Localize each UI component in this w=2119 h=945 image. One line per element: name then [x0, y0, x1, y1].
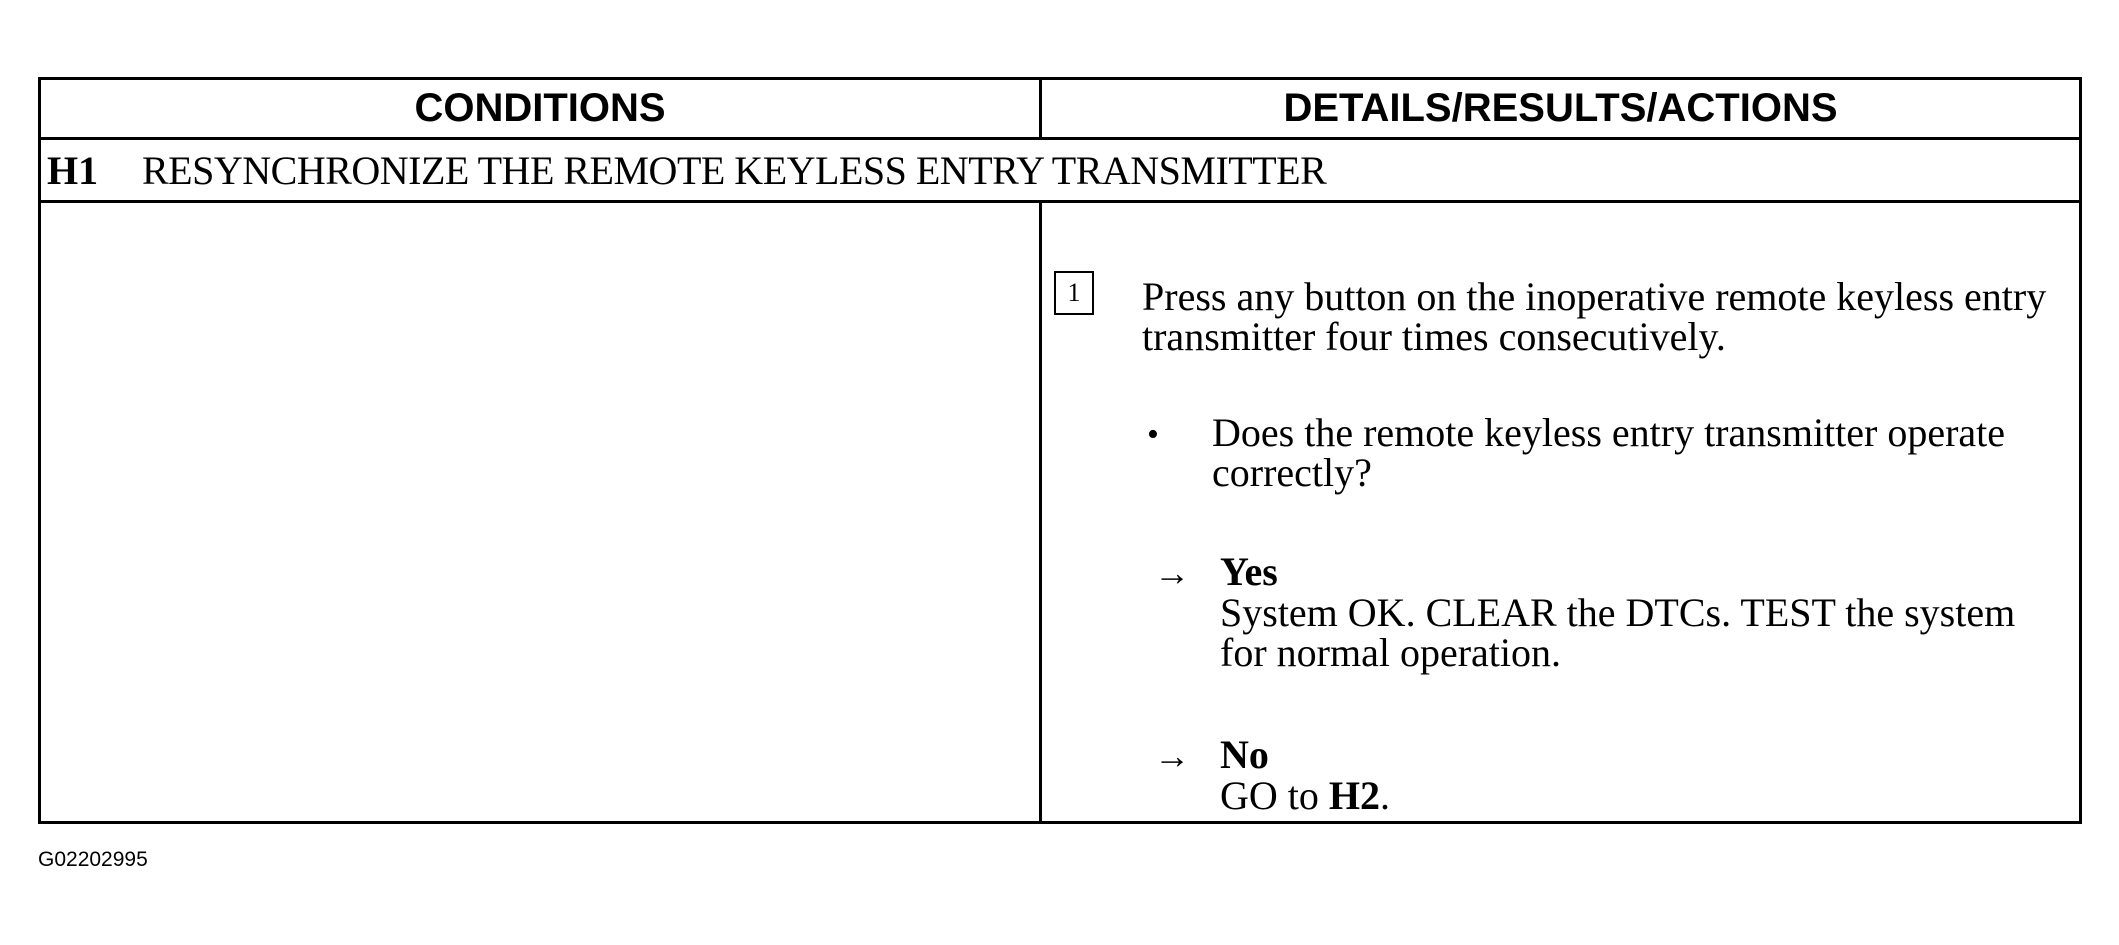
figure-id: G02202995 — [38, 848, 148, 871]
step-instruction: Press any button on the inoperative remo… — [1142, 274, 2047, 359]
details-header: DETAILS/RESULTS/ACTIONS — [1283, 86, 1838, 130]
section-title-row: H1 RESYNCHRONIZE THE REMOTE KEYLESS ENTR… — [41, 140, 2079, 203]
result-yes-action: System OK. CLEAR the DTCs. TEST the syst… — [1220, 590, 2016, 675]
result-yes-label: Yes — [1220, 549, 1278, 594]
result-no-action: GO to H2. — [1220, 776, 2060, 816]
conditions-header: CONDITIONS — [414, 86, 666, 130]
details-cell: 1 Press any button on the inoperative re… — [1042, 203, 2079, 821]
result-no-prefix: GO to — [1220, 773, 1329, 818]
result-no-suffix: . — [1380, 773, 1391, 818]
section-id: H1 — [47, 147, 99, 193]
section-title: RESYNCHRONIZE THE REMOTE KEYLESS ENTRY T… — [142, 147, 1327, 193]
step-question: Does the remote keyless entry transmitte… — [1212, 410, 2006, 495]
arrow-right-icon: → — [1154, 553, 1190, 593]
result-no-label: No — [1220, 732, 1269, 777]
column-divider — [1039, 80, 1042, 137]
diagnostic-table: CONDITIONS DETAILS/RESULTS/ACTIONS H1 RE… — [38, 77, 2082, 824]
step-number-box: 1 — [1054, 271, 1094, 315]
table-header-row: CONDITIONS DETAILS/RESULTS/ACTIONS — [41, 80, 2079, 140]
column-divider — [1039, 203, 1042, 821]
arrow-right-icon: → — [1154, 736, 1190, 776]
table-body-row: 1 Press any button on the inoperative re… — [41, 203, 2079, 821]
result-no-target: H2 — [1328, 773, 1381, 818]
bullet-icon: • — [1147, 416, 1159, 453]
